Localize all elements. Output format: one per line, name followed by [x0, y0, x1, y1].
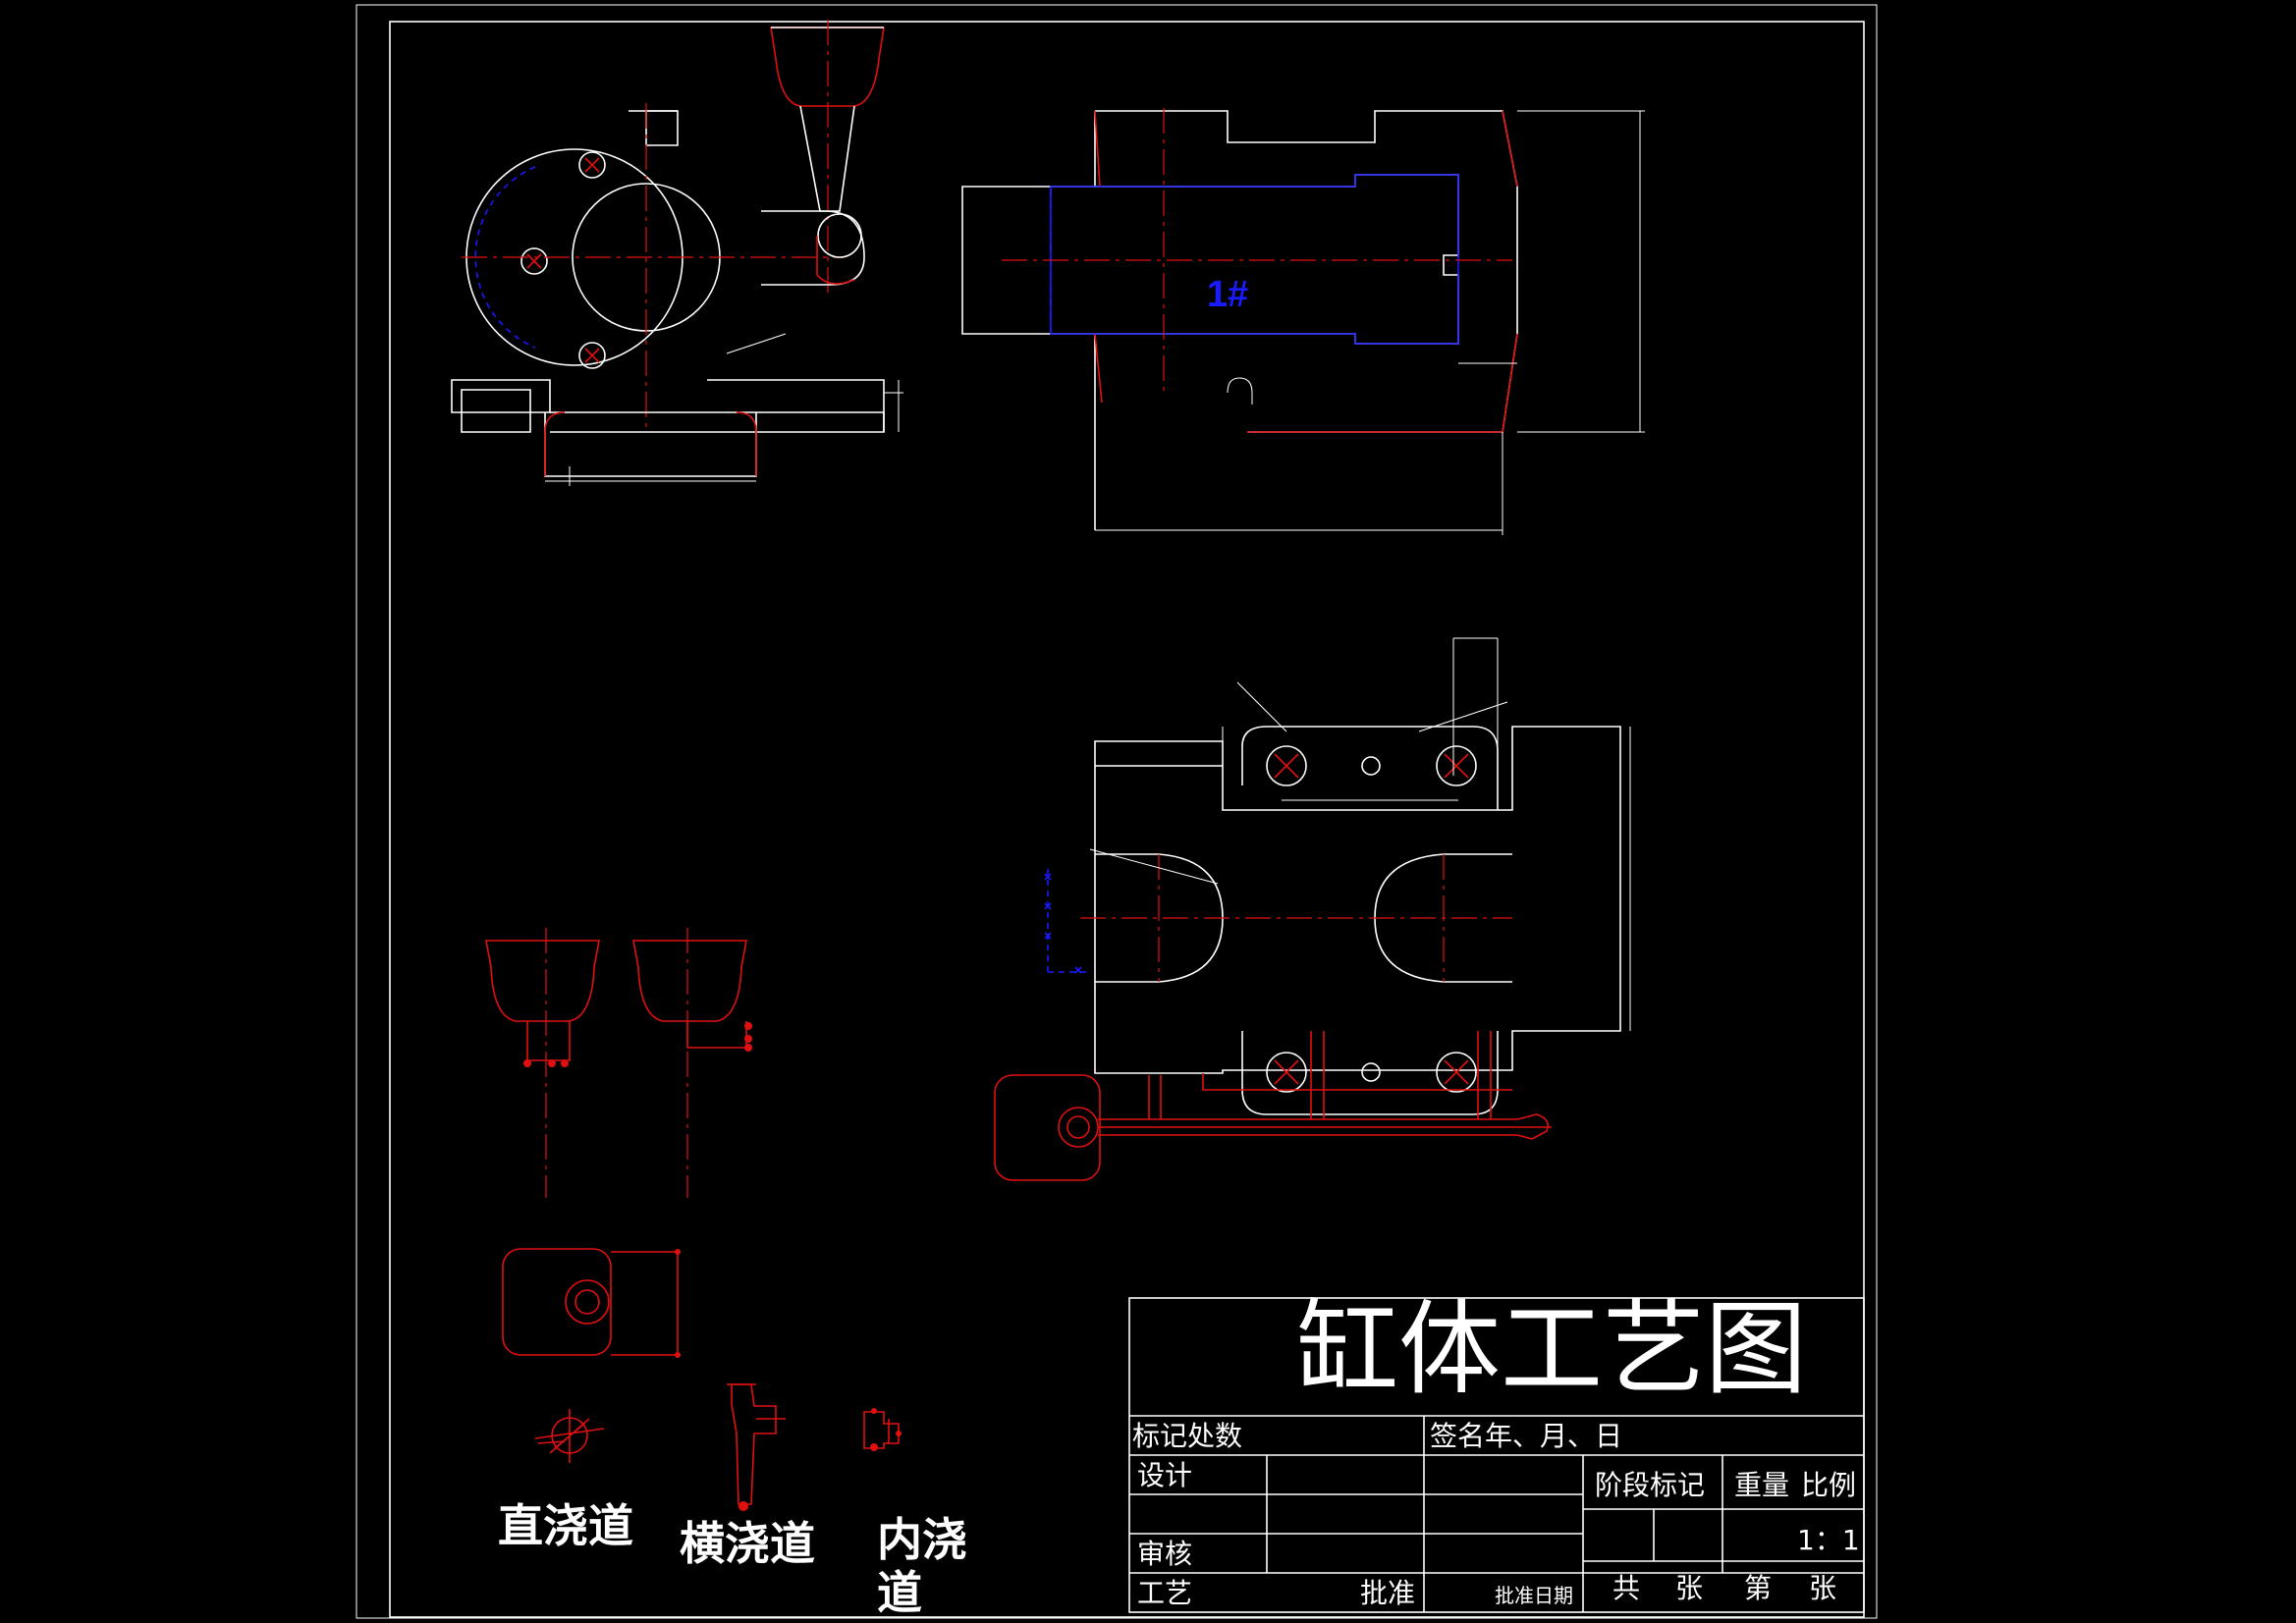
front-view	[451, 20, 903, 486]
sheet-no-label: 第	[1744, 1572, 1772, 1604]
gating-details	[485, 928, 902, 1511]
scale-label: 比例	[1801, 1469, 1856, 1501]
drawing-title: 缸体工艺图	[1296, 1289, 1807, 1409]
marks-label: 标记处数	[1132, 1420, 1242, 1452]
sign-date-label: 签名年、月、日	[1430, 1420, 1622, 1452]
review-label: 审核	[1137, 1538, 1192, 1570]
ingate-label-line1: 内浇	[877, 1513, 967, 1566]
plan-view	[994, 637, 1631, 1181]
scale-value: 1：1	[1797, 1524, 1860, 1556]
inner-frame	[389, 21, 1865, 1618]
runner-label: 横浇道	[680, 1517, 815, 1570]
core-mark-label: 1#	[1207, 274, 1248, 315]
sheets-label: 张	[1675, 1572, 1703, 1604]
ingate-label-line2: 道	[877, 1566, 922, 1619]
sprue-label: 直浇道	[498, 1499, 633, 1552]
weight-label: 重量	[1734, 1469, 1789, 1501]
approve-label: 批准	[1360, 1577, 1415, 1609]
sheet-label: 张	[1809, 1572, 1836, 1604]
stage-mark-label: 阶段标记	[1595, 1469, 1705, 1501]
process-label: 工艺	[1137, 1577, 1192, 1609]
approve-date-label: 批准日期	[1495, 1584, 1573, 1607]
title-block	[1128, 1297, 1865, 1613]
design-label: 设计	[1137, 1459, 1192, 1491]
side-section-view: 1#	[961, 108, 1645, 535]
outer-frame	[355, 4, 1878, 1619]
total-label: 共	[1613, 1572, 1640, 1604]
